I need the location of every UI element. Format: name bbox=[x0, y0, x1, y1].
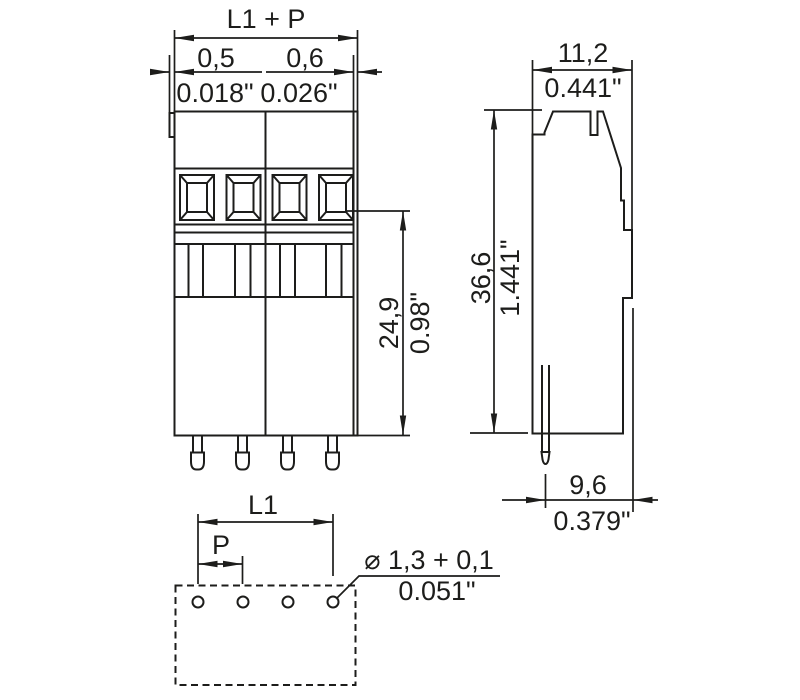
dim-right-offset-mm: 0,6 bbox=[286, 43, 324, 73]
side-body-outline bbox=[531, 110, 633, 435]
dim-base-inch: 0.379" bbox=[553, 506, 630, 536]
solder-pin bbox=[280, 436, 295, 471]
dim-l1p-label: L1 + P bbox=[227, 4, 306, 34]
dim-hole-inch: 0.051" bbox=[398, 576, 475, 606]
solder-pin bbox=[190, 436, 205, 471]
board-outline-dashed bbox=[174, 584, 357, 686]
dim-p-label: P bbox=[212, 530, 230, 560]
dim-l1-label: L1 bbox=[248, 490, 278, 520]
dim-width-mm: 11,2 bbox=[558, 38, 609, 68]
solder-pin bbox=[235, 436, 250, 471]
dim-right-offset-inch: 0.026" bbox=[260, 78, 337, 108]
front-left-tab bbox=[168, 112, 175, 138]
comb-slot bbox=[325, 243, 343, 298]
dim-left-offset-inch: 0.018" bbox=[176, 78, 253, 108]
screw-clamp bbox=[318, 174, 354, 221]
drill-hole bbox=[326, 595, 340, 609]
comb-slot bbox=[234, 243, 252, 298]
screw-clamp bbox=[225, 174, 262, 221]
drill-hole bbox=[281, 595, 295, 609]
comb-slot bbox=[187, 243, 204, 298]
screw-clamp bbox=[179, 174, 215, 221]
leader-line bbox=[336, 575, 500, 599]
drill-hole bbox=[191, 595, 205, 609]
solder-pin-side bbox=[540, 365, 551, 466]
drill-hole bbox=[236, 595, 250, 609]
solder-pin bbox=[325, 436, 340, 471]
comb-slot bbox=[279, 243, 296, 298]
dim-hole-mm: ⌀ 1,3 + 0,1 bbox=[364, 545, 494, 575]
dim-left-offset-mm: 0,5 bbox=[197, 43, 235, 73]
screw-clamp bbox=[271, 174, 308, 221]
dim-height-inch: 1.441" bbox=[495, 239, 525, 316]
dim-base-mm: 9,6 bbox=[569, 470, 607, 500]
dim-height-mm: 36,6 bbox=[466, 252, 496, 305]
dim-depth-inch: 0.98" bbox=[405, 292, 435, 354]
footprint-view: L1 P ⌀ 1,3 + 0,1 0.051" bbox=[174, 490, 500, 686]
dim-depth-mm: 24,9 bbox=[374, 297, 404, 350]
front-view: L1 + P 0,5 0.018" 0,6 0.026" bbox=[150, 4, 435, 471]
dim-width-inch: 0.441" bbox=[544, 73, 621, 103]
side-view: 11,2 0.441" 36,6 1.441" 9,6 0.379" bbox=[466, 38, 658, 536]
